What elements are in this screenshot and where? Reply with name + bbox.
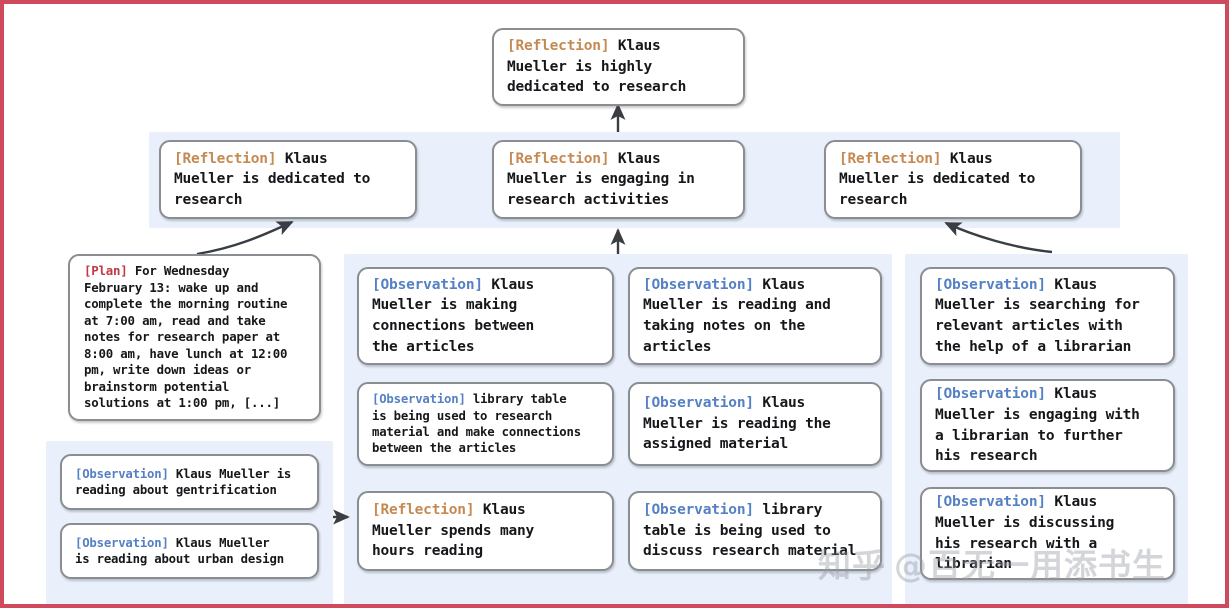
node-obs-bottomleft-1[interactable]: [Observation] Klaus Mueller is reading a… <box>60 454 319 510</box>
node-root-text: [Reflection] Klaus Mueller is highly ded… <box>494 30 699 104</box>
node-plan[interactable]: [Plan] For Wednesday February 13: wake u… <box>68 254 321 421</box>
tag-reflection: [Reflection] <box>372 502 475 519</box>
node-plan-body: For Wednesday February 13: wake up and c… <box>84 263 288 411</box>
node-root-reflection[interactable]: [Reflection] Klaus Mueller is highly ded… <box>492 28 745 106</box>
node-col3-item-1[interactable]: [Observation] Klaus Mueller is searching… <box>920 267 1175 365</box>
node-col2-item-2-text: [Observation] Klaus Mueller is reading t… <box>630 387 844 461</box>
node-col3-item-2[interactable]: [Observation] Klaus Mueller is engaging … <box>920 379 1175 472</box>
node-col2-item-3[interactable]: [Observation] library table is being use… <box>628 491 882 571</box>
node-root-body: Klaus Mueller is highly dedicated to res… <box>507 38 687 96</box>
tag-observation: [Observation] <box>935 386 1046 403</box>
node-obs-bottomleft-2-text: [Observation] Klaus Mueller is reading a… <box>62 529 297 574</box>
node-obs-bottomleft-2[interactable]: [Observation] Klaus Mueller is reading a… <box>60 523 319 579</box>
node-reflection-right-text: [Reflection] Klaus Mueller is dedicated … <box>826 143 1048 217</box>
node-col3-item-2-text: [Observation] Klaus Mueller is engaging … <box>922 381 1153 470</box>
node-col3-item-3-text: [Observation] Klaus Mueller is discussin… <box>922 489 1127 578</box>
node-obs-bottomleft-1-text: [Observation] Klaus Mueller is reading a… <box>62 460 304 505</box>
tag-observation: [Observation] <box>372 276 483 293</box>
node-col2-item-2-body: Klaus Mueller is reading the assigned ma… <box>643 395 831 453</box>
node-reflection-mid-body: Klaus Mueller is engaging in research ac… <box>507 150 695 208</box>
tag-observation: [Observation] <box>75 535 169 550</box>
tag-observation: [Observation] <box>372 392 466 407</box>
node-col2-item-1-text: [Observation] Klaus Mueller is reading a… <box>630 269 844 363</box>
tag-observation: [Observation] <box>75 466 169 481</box>
tag-observation: [Observation] <box>935 494 1046 511</box>
tag-plan: [Plan] <box>84 263 128 279</box>
node-plan-text: [Plan] For Wednesday February 13: wake u… <box>70 256 301 419</box>
node-col3-item-3[interactable]: [Observation] Klaus Mueller is discussin… <box>920 487 1175 580</box>
node-col1-item-1-text: [Observation] Klaus Mueller is making co… <box>359 269 547 363</box>
node-col1-item-1[interactable]: [Observation] Klaus Mueller is making co… <box>357 267 614 365</box>
node-col3-item-2-body: Klaus Mueller is engaging with a librari… <box>935 386 1140 465</box>
node-col3-item-3-body: Klaus Mueller is discussing his research… <box>935 494 1115 573</box>
node-col2-item-1[interactable]: [Observation] Klaus Mueller is reading a… <box>628 267 882 365</box>
node-reflection-left-body: Klaus Mueller is dedicated to research <box>174 150 371 208</box>
tag-reflection: [Reflection] <box>507 38 610 55</box>
node-reflection-right[interactable]: [Reflection] Klaus Mueller is dedicated … <box>824 140 1082 219</box>
node-obs-bottomleft-1-body: Klaus Mueller is reading about gentrific… <box>75 466 292 497</box>
node-col2-item-2[interactable]: [Observation] Klaus Mueller is reading t… <box>628 382 882 466</box>
node-col1-item-1-body: Klaus Mueller is making connections betw… <box>372 276 535 355</box>
node-obs-bottomleft-2-body: Klaus Mueller is reading about urban des… <box>75 535 284 566</box>
tag-reflection: [Reflection] <box>174 150 277 167</box>
tag-observation: [Observation] <box>643 395 754 412</box>
tag-observation: [Observation] <box>643 502 754 519</box>
node-reflection-mid[interactable]: [Reflection] Klaus Mueller is engaging i… <box>492 140 745 219</box>
tag-reflection: [Reflection] <box>507 150 610 167</box>
node-col2-item-3-text: [Observation] library table is being use… <box>630 494 869 568</box>
node-reflection-left-text: [Reflection] Klaus Mueller is dedicated … <box>161 143 383 217</box>
node-reflection-right-body: Klaus Mueller is dedicated to research <box>839 150 1036 208</box>
node-col3-item-1-text: [Observation] Klaus Mueller is searching… <box>922 269 1153 363</box>
node-col1-item-2[interactable]: [Observation] library table is being use… <box>357 382 614 466</box>
tag-observation: [Observation] <box>935 276 1046 293</box>
node-col2-item-3-body: library table is being used to discuss r… <box>643 502 857 560</box>
node-col1-item-3-body: Klaus Mueller spends many hours reading <box>372 502 535 560</box>
node-col1-item-2-body: library table is being used to research … <box>372 392 581 456</box>
node-col1-item-2-text: [Observation] library table is being use… <box>359 385 594 462</box>
node-col2-item-1-body: Klaus Mueller is reading and taking note… <box>643 276 831 355</box>
tag-observation: [Observation] <box>643 276 754 293</box>
node-reflection-mid-text: [Reflection] Klaus Mueller is engaging i… <box>494 143 708 217</box>
tag-reflection: [Reflection] <box>839 150 942 167</box>
node-col1-item-3[interactable]: [Reflection] Klaus Mueller spends many h… <box>357 491 614 571</box>
node-col1-item-3-text: [Reflection] Klaus Mueller spends many h… <box>359 494 547 568</box>
node-reflection-left[interactable]: [Reflection] Klaus Mueller is dedicated … <box>159 140 417 219</box>
node-col3-item-1-body: Klaus Mueller is searching for relevant … <box>935 276 1140 355</box>
